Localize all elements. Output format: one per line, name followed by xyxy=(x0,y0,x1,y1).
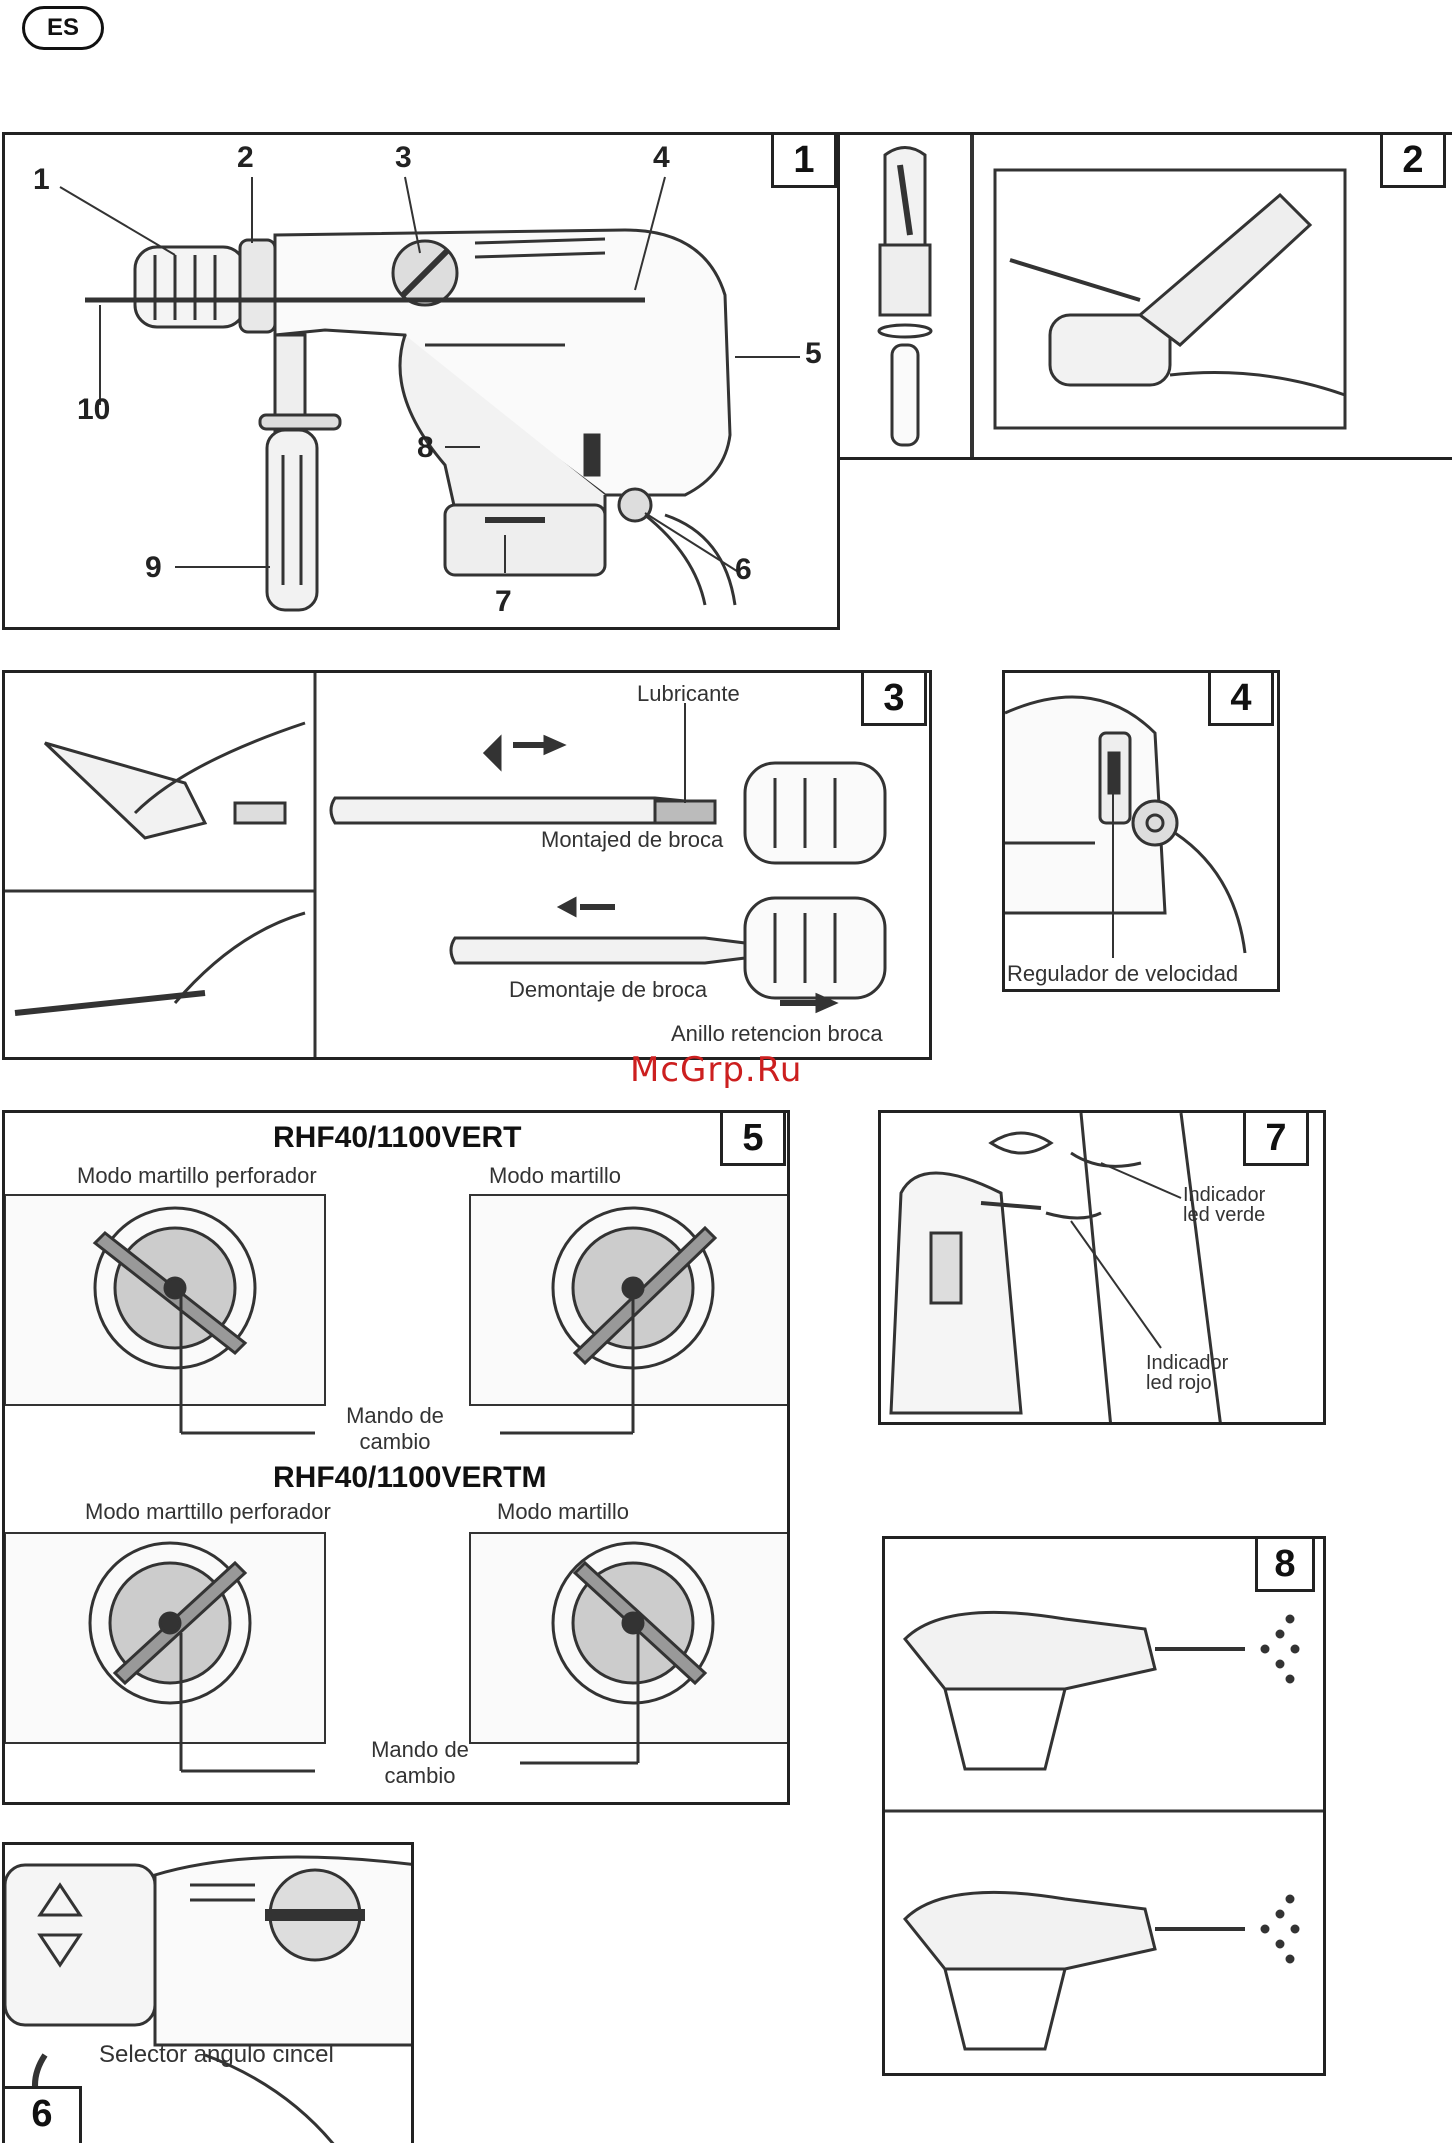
red-led-label: Indicador led rojo xyxy=(1146,1352,1229,1394)
callout-6: 6 xyxy=(735,553,752,586)
figure-6-panel: Selector angulo cincel 6 xyxy=(2,1842,414,2143)
switch-b-label: Mando de cambio xyxy=(371,1737,469,1788)
switch-a-label: Mando de cambio xyxy=(346,1403,444,1454)
callout-8: 8 xyxy=(417,431,434,464)
figure-7-panel: Indicador led verde Indicador led rojo 7 xyxy=(878,1110,1326,1425)
speed-regulator-illustration xyxy=(1005,695,1247,958)
callout-4: 4 xyxy=(653,141,670,174)
callout-7: 7 xyxy=(495,585,512,618)
mode-hammer-b-label: Modo martillo xyxy=(497,1499,630,1524)
figure-2-panel: 2 xyxy=(837,132,1452,460)
model-b-title: RHF40/1100VERTM xyxy=(273,1461,547,1494)
chisel-selector-label: Selector angulo cincel xyxy=(99,2041,334,2068)
drilling-technique-illustration xyxy=(885,1610,1323,2051)
mode-drill-b-label: Modo marttillo perforador xyxy=(85,1499,331,1524)
figure-4-panel: Regulador de velocidad 4 xyxy=(1002,670,1280,992)
watermark: McGrp.Ru xyxy=(630,1050,803,1090)
chisel-insert-illustration xyxy=(877,135,1347,457)
figure-8-panel: 8 xyxy=(882,1536,1326,2076)
figure-5-panel: RHF40/1100VERT Modo martillo perforador … xyxy=(2,1110,790,1805)
model-a-title: RHF40/1100VERT xyxy=(273,1121,522,1154)
language-badge: ES xyxy=(22,6,104,50)
speed-regulator-label: Regulador de velocidad xyxy=(1007,961,1239,986)
figure-1-number: 1 xyxy=(771,135,837,188)
callout-9: 9 xyxy=(145,551,162,584)
callout-1: 1 xyxy=(33,163,50,196)
callout-5: 5 xyxy=(805,337,822,370)
mode-hammer-a-label: Modo martillo xyxy=(489,1163,622,1188)
figure-3-number: 3 xyxy=(861,673,927,726)
green-led-label: Indicador led verde xyxy=(1183,1184,1266,1226)
figure-8-number: 8 xyxy=(1255,1539,1315,1592)
callout-2: 2 xyxy=(237,141,254,174)
figure-4-number: 4 xyxy=(1208,673,1274,726)
led-indicator-illustration xyxy=(889,1113,1222,1422)
figure-3-panel: Lubricante Montajed de broca Demontaje d… xyxy=(2,670,932,1060)
figure-6-number: 6 xyxy=(5,2086,82,2143)
rotary-hammer-illustration xyxy=(59,176,800,612)
mode-drill-a-label: Modo martillo perforador xyxy=(77,1163,317,1188)
mount-label: Montajed de broca xyxy=(541,827,724,852)
figure-1-panel: 1 2 3 4 5 6 7 8 9 10 1 xyxy=(2,132,840,630)
lubricant-label: Lubricante xyxy=(637,681,740,706)
bit-mounting-illustration xyxy=(5,673,887,1057)
callout-10: 10 xyxy=(77,393,111,426)
figure-7-number: 7 xyxy=(1243,1113,1309,1166)
figure-2-number: 2 xyxy=(1380,135,1446,188)
figure-5-number: 5 xyxy=(720,1113,786,1166)
unmount-label: Demontaje de broca xyxy=(509,977,708,1002)
ring-label: Anillo retencion broca xyxy=(671,1021,883,1046)
callout-3: 3 xyxy=(395,141,412,174)
mode-switch-illustration xyxy=(5,1194,787,1773)
